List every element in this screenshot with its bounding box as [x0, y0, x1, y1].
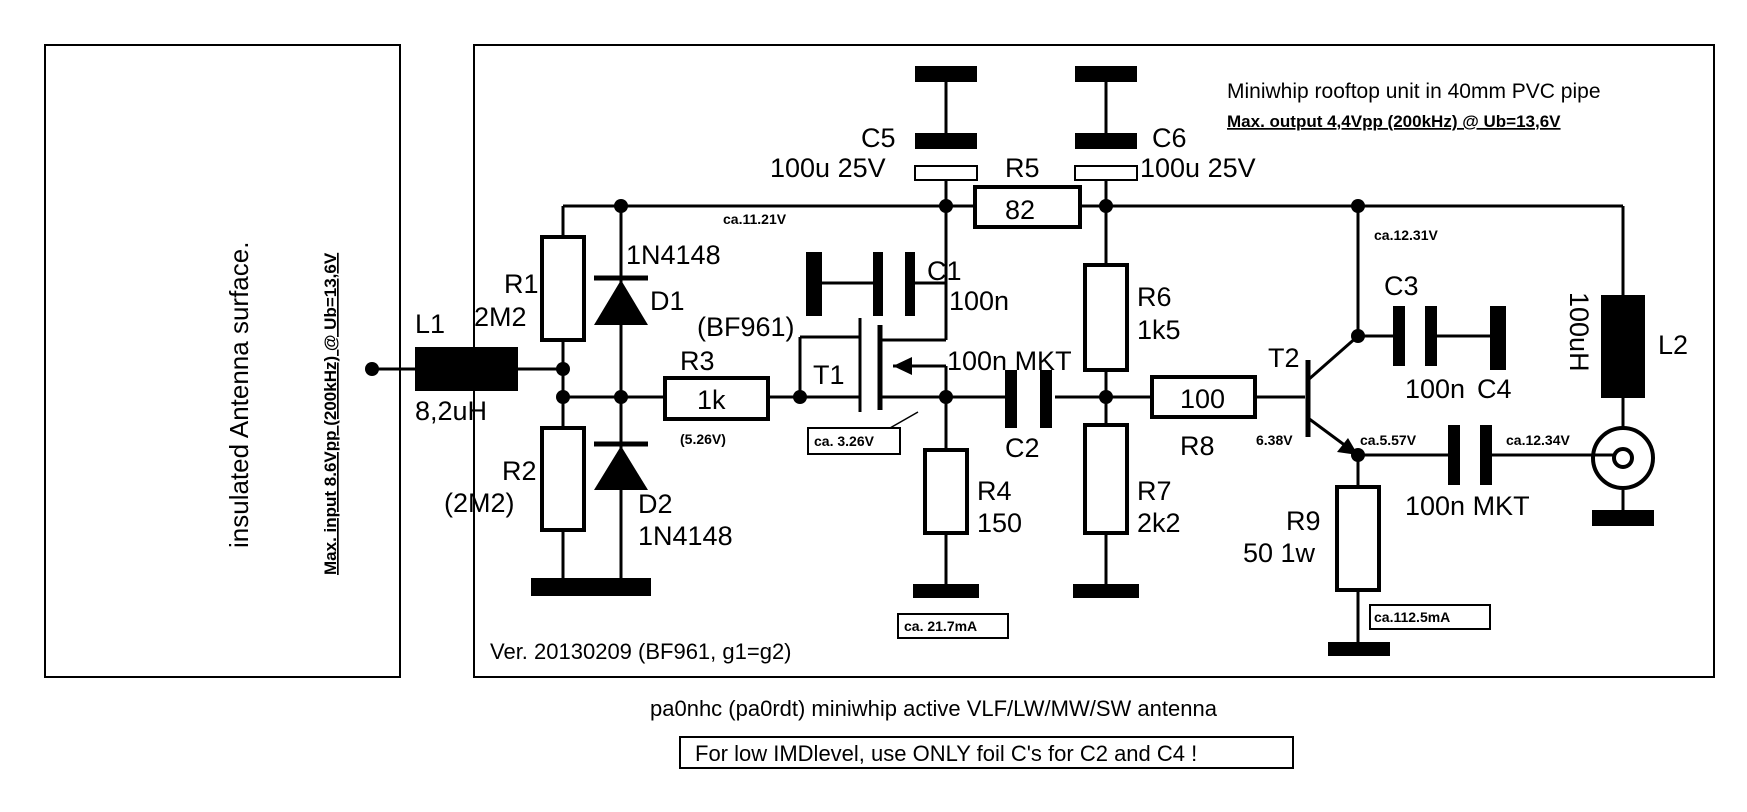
c1-capacitor	[873, 252, 883, 316]
r9-value: 50 1w	[1243, 538, 1316, 568]
t2-name: T2	[1268, 343, 1300, 373]
r4-name: R4	[977, 476, 1012, 506]
unit-title: Miniwhip rooftop unit in 40mm PVC pipe	[1227, 80, 1601, 103]
r4-resistor	[923, 448, 969, 535]
ground-bar-r9	[1328, 642, 1390, 656]
measure-1125ma-box	[1369, 604, 1491, 630]
measure-557v: ca.5.57V	[1360, 432, 1417, 448]
r2-value: (2M2)	[444, 488, 515, 518]
r5-value: 82	[1005, 195, 1035, 225]
c4-name: C4	[1477, 374, 1512, 404]
c5-name: C5	[861, 123, 896, 153]
c6-value: 100u 25V	[1140, 153, 1256, 183]
max-input-label: Max. input 8.6Vpp (200kHz) @ Ub=13,6V	[321, 252, 340, 575]
l1-name: L1	[415, 309, 445, 339]
r6-name: R6	[1137, 282, 1172, 312]
r1-resistor	[540, 235, 586, 342]
r3-resistor	[663, 376, 770, 421]
r7-name: R7	[1137, 476, 1172, 506]
c6-capacitor	[1075, 133, 1137, 149]
c2-value: 100n MKT	[947, 346, 1072, 376]
t1-name: T1	[813, 360, 845, 390]
note-box	[679, 736, 1294, 769]
junction-dots	[556, 199, 1365, 462]
c2-name: C2	[1005, 433, 1040, 463]
r9-resistor	[1335, 485, 1381, 592]
l1-value: 8,2uH	[415, 396, 487, 426]
c3-value: 100n	[1405, 374, 1465, 404]
ground-bar-r4	[913, 584, 979, 598]
r7-value: 2k2	[1137, 508, 1181, 538]
c1-value: 100n	[949, 286, 1009, 316]
measure-1234v: ca.12.34V	[1506, 432, 1570, 448]
measure-326v-box	[807, 427, 901, 455]
r2-resistor	[540, 426, 586, 532]
caption: pa0nhc (pa0rdt) miniwhip active VLF/LW/M…	[650, 696, 1218, 721]
l2-name: L2	[1658, 330, 1688, 360]
version-label: Ver. 20130209 (BF961, g1=g2)	[490, 639, 792, 664]
r8-value: 100	[1180, 384, 1225, 414]
c3-ground-plate	[1490, 306, 1506, 370]
measure-326v: ca. 3.26V	[814, 433, 875, 449]
note: For low IMDlevel, use ONLY foil C's for …	[695, 741, 1197, 766]
c2-capacitor	[1005, 370, 1017, 428]
r8-resistor	[1150, 375, 1257, 419]
antenna-box	[44, 44, 401, 678]
r6-resistor	[1083, 263, 1129, 372]
c5-capacitor	[915, 133, 977, 149]
c1-name: C1	[927, 256, 962, 286]
r7-resistor	[1083, 423, 1129, 535]
r5-resistor	[973, 185, 1082, 229]
r4-value: 150	[977, 508, 1022, 538]
ground-bar-1	[531, 578, 651, 596]
c3-capacitor	[1393, 306, 1405, 366]
r1-name: R1	[504, 269, 539, 299]
t1-type: (BF961)	[697, 312, 795, 342]
c6-supply-plate	[1075, 66, 1137, 82]
measure-526v: (5.26V)	[680, 431, 726, 447]
r6-value: 1k5	[1137, 315, 1181, 345]
measure-1121v: ca.11.21V	[723, 211, 787, 227]
r3-name: R3	[680, 346, 715, 376]
l1-inductor	[415, 347, 518, 391]
c3-name: C3	[1384, 271, 1419, 301]
measure-1125ma: ca.112.5mA	[1374, 609, 1450, 625]
r8-name: R8	[1180, 431, 1215, 461]
max-output-label: Max. output 4,4Vpp (200kHz) @ Ub=13,6V	[1227, 112, 1561, 131]
d2-type: 1N4148	[638, 521, 733, 551]
measure-217ma: ca. 21.7mA	[904, 618, 977, 634]
d2-diode	[594, 446, 648, 490]
c1-ground-plate	[806, 252, 822, 316]
d1-type: 1N4148	[626, 240, 721, 270]
r5-name: R5	[1005, 153, 1040, 183]
r9-name: R9	[1286, 506, 1321, 536]
c5-supply-plate	[915, 66, 977, 82]
c4-capacitor	[1448, 425, 1460, 485]
d1-name: D1	[650, 286, 685, 316]
r3-value: 1k	[697, 385, 726, 415]
d1-diode	[594, 280, 648, 325]
c4-value: 100n MKT	[1405, 491, 1530, 521]
c5-value: 100u 25V	[770, 153, 886, 183]
measure-217ma-box	[897, 613, 1009, 639]
r2-name: R2	[502, 456, 537, 486]
ground-bar-coax	[1592, 510, 1654, 526]
measure-1231v: ca.12.31V	[1374, 227, 1438, 243]
measure-638v: 6.38V	[1256, 432, 1293, 448]
l2-value: 100uH	[1564, 292, 1594, 372]
c6-name: C6	[1152, 123, 1187, 153]
l2-inductor	[1601, 295, 1645, 398]
d2-name: D2	[638, 489, 673, 519]
antenna-surface-label: insulated Antenna surface.	[224, 242, 254, 548]
ground-bar-r7	[1073, 584, 1139, 598]
r1-value: 2M2	[474, 302, 527, 332]
